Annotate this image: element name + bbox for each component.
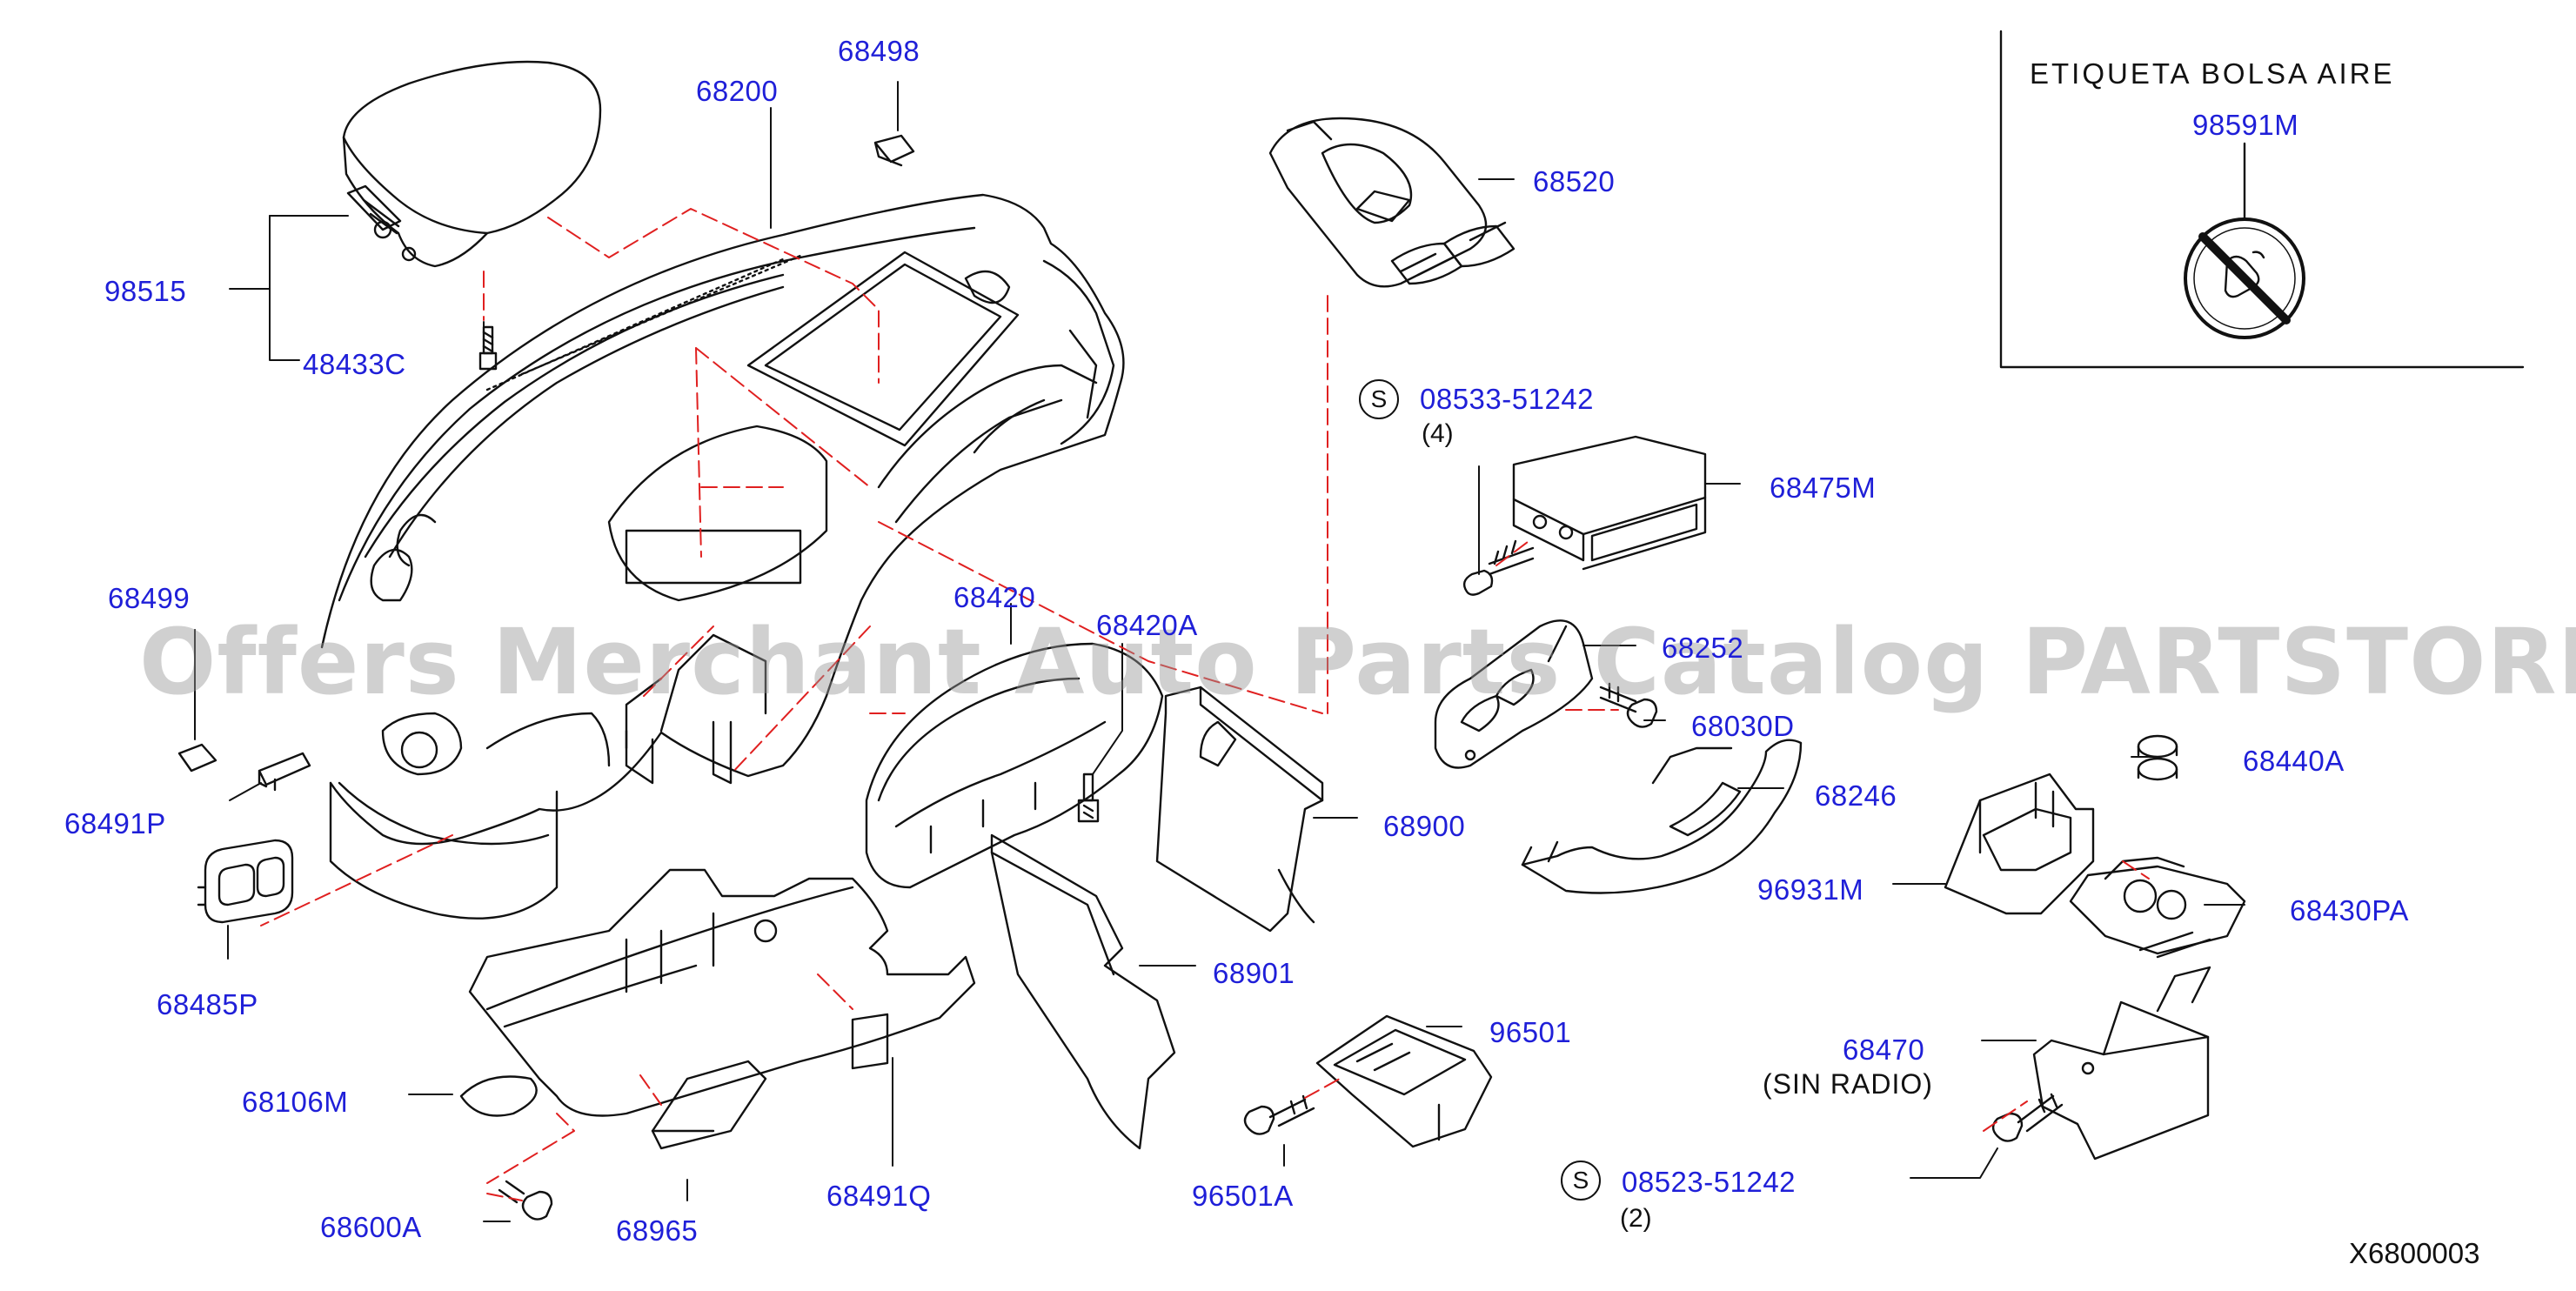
- pocket-96501-icon: [1315, 1014, 1493, 1148]
- finisher-68246-icon: [1521, 739, 1803, 894]
- label-68430pa[interactable]: 68430PA: [2290, 894, 2409, 926]
- airbag-warning-sticker-icon: [2184, 217, 2305, 339]
- label-68900[interactable]: 68900: [1383, 810, 1466, 842]
- qty-08523: (2): [1620, 1204, 1652, 1233]
- label-68420a[interactable]: 68420A: [1096, 609, 1198, 641]
- label-68520[interactable]: 68520: [1533, 165, 1616, 197]
- screw-08523-icon: [1991, 1093, 2064, 1142]
- glove-box-68901-icon: [990, 833, 1176, 1150]
- label-08523-51242[interactable]: 08523-51242: [1622, 1166, 1797, 1198]
- clip-68498-icon: [873, 134, 915, 167]
- bolt-68600a-icon: [498, 1180, 553, 1221]
- glove-box-lid-68900-icon: [1155, 686, 1324, 933]
- airbag-label-heading: ETIQUETA BOLSA AIRE: [2030, 57, 2395, 90]
- label-08533-51242[interactable]: 08533-51242: [1420, 383, 1595, 415]
- label-96931m[interactable]: 96931M: [1757, 873, 1864, 906]
- standard-part-mark-2: S: [1561, 1161, 1601, 1201]
- cluster-hood-68520-icon: [1268, 117, 1515, 288]
- screw-68030d-icon: [1599, 682, 1658, 728]
- standard-part-mark: S: [1359, 379, 1399, 419]
- label-68106m[interactable]: 68106M: [242, 1086, 349, 1118]
- diagram-code: X6800003: [2349, 1237, 2480, 1269]
- clip-68491q-icon: [851, 1013, 889, 1070]
- passenger-airbag-module-icon: [342, 60, 602, 268]
- screw-08533-icon: [1462, 539, 1535, 596]
- label-96501a[interactable]: 96501A: [1192, 1180, 1294, 1212]
- label-68200[interactable]: 68200: [696, 75, 779, 107]
- label-68470[interactable]: 68470: [1843, 1033, 1925, 1066]
- label-48433c[interactable]: 48433C: [303, 348, 406, 380]
- label-68600a[interactable]: 68600A: [320, 1211, 422, 1243]
- label-68030d[interactable]: 68030D: [1691, 710, 1795, 742]
- label-96501[interactable]: 96501: [1489, 1016, 1572, 1048]
- bolt-48433c-icon: [478, 325, 498, 371]
- meter-bezel-68420-icon: [865, 642, 1164, 889]
- note-sin-radio: (SIN RADIO): [1763, 1068, 1933, 1100]
- cover-68965-icon: [651, 1060, 767, 1150]
- label-68498[interactable]: 68498: [838, 35, 920, 67]
- leader-lines: [194, 81, 2245, 1222]
- label-98515[interactable]: 98515: [104, 275, 187, 307]
- label-68246[interactable]: 68246: [1815, 779, 1897, 812]
- lower-panel-68106m-icon: [459, 868, 976, 1117]
- qty-08533: (4): [1422, 419, 1454, 448]
- label-68440a[interactable]: 68440A: [2243, 745, 2345, 777]
- bezel-68252-icon: [1434, 619, 1594, 769]
- watermark: Offers Merchant Auto Parts Catalog PARTS…: [139, 609, 2576, 715]
- airbag-label-box: [1999, 30, 2525, 369]
- instrument-panel-icon: [320, 193, 1125, 920]
- label-68420[interactable]: 68420: [953, 581, 1036, 613]
- pocket-68475m-icon: [1512, 435, 1707, 571]
- label-68965[interactable]: 68965: [616, 1214, 699, 1247]
- label-68485p[interactable]: 68485P: [157, 988, 258, 1020]
- label-68491q[interactable]: 68491Q: [826, 1180, 932, 1212]
- clip-68491p-icon: [258, 752, 311, 792]
- cup-holder-68430pa-icon: [2069, 856, 2246, 959]
- vent-68485p-icon: [197, 839, 294, 924]
- label-68252[interactable]: 68252: [1662, 632, 1744, 664]
- label-68475m[interactable]: 68475M: [1770, 472, 1877, 504]
- label-68901[interactable]: 68901: [1213, 957, 1295, 989]
- assembly-dashed-lines: [260, 208, 2150, 1201]
- screw-96501a-icon: [1243, 1094, 1315, 1135]
- label-68499[interactable]: 68499: [108, 582, 191, 614]
- label-68491p[interactable]: 68491P: [64, 807, 166, 839]
- console-96931m-icon: [1944, 773, 2095, 915]
- clip-68499-icon: [177, 743, 217, 773]
- label-98591m[interactable]: 98591M: [2192, 109, 2299, 141]
- tray-68470-icon: [2032, 966, 2211, 1161]
